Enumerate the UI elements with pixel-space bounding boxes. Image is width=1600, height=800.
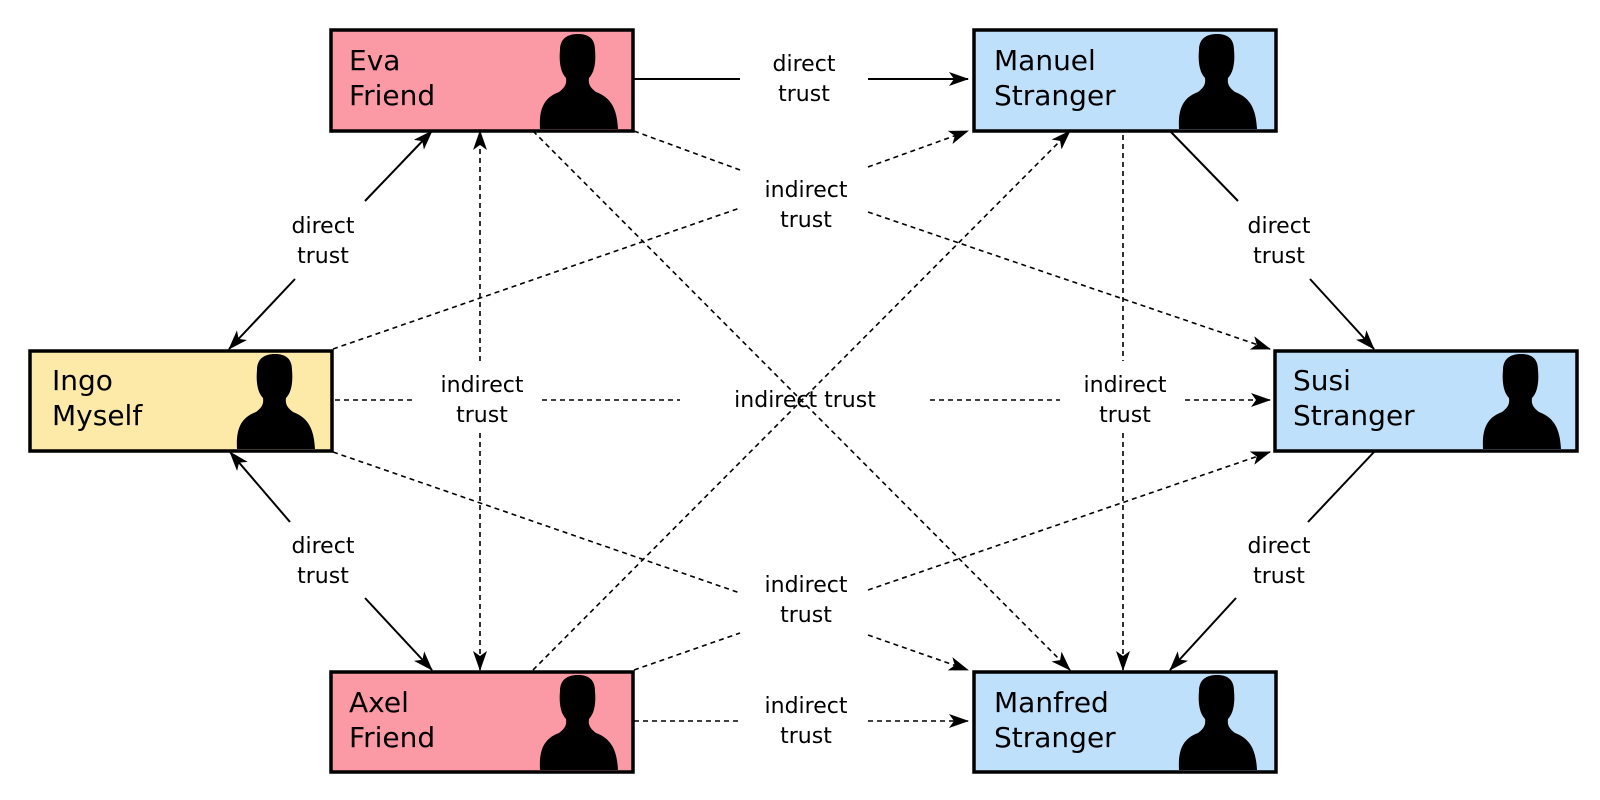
node-name: Eva [349,44,400,77]
node-susi: Susi Stranger [1273,349,1579,453]
edge-ingo-eva-b [228,278,296,350]
edge-axel-manuel [532,130,1071,671]
edge-ingo-manuel-b [867,130,969,168]
label-indirect-word: indirect [1084,373,1167,398]
person-silhouette-icon [1178,675,1257,770]
label-trust-word: trust [780,208,832,233]
label-trust-word: trust [297,564,349,589]
node-role: Friend [349,79,435,112]
edge-ingo-axel-a [229,451,291,523]
label-indirect-axel-manfred: indirect trust [765,694,848,749]
edge-axel-susi-a [633,632,741,671]
label-trust-word: trust [1253,244,1305,269]
node-name: Ingo [52,364,113,397]
node-eva: Eva Friend [329,28,635,133]
node-manuel: Manuel Stranger [972,28,1278,133]
label-indirect-word: indirect [765,694,848,719]
edge-eva-susi-a [633,130,741,171]
label-indirect-trust: indirect trust [734,388,876,413]
node-role: Stranger [994,79,1116,112]
node-role: Myself [52,399,143,432]
label-direct-ingo-axel: direct trust [292,534,355,589]
person-nodes: Eva Friend Manuel Stranger Ingo Myself S… [28,28,1579,774]
node-role: Stranger [1293,399,1415,432]
label-direct-manuel-susi: direct trust [1248,214,1311,269]
edge-susi-manfred-b [1169,597,1237,671]
edge-labels: direct trust direct trust direct trust d… [292,52,1311,749]
label-direct-word: direct [1248,214,1311,239]
node-ingo: Ingo Myself [28,349,334,453]
person-silhouette-icon [1482,354,1561,449]
person-silhouette-icon [1178,34,1257,129]
label-trust-word: trust [456,403,508,428]
node-name: Manfred [994,686,1109,719]
label-indirect-center: indirect trust [734,388,876,413]
edge-manuel-susi-a [1169,130,1239,202]
node-role: Friend [349,721,435,754]
node-name: Susi [1293,364,1351,397]
label-direct-ingo-eva: direct trust [292,214,355,269]
label-direct-word: direct [1248,534,1311,559]
label-trust-word: trust [1253,564,1305,589]
node-axel: Axel Friend [329,670,635,774]
edge-ingo-eva-a [364,130,433,202]
label-trust-word: trust [780,603,832,628]
edge-ingo-manfred-b [867,634,969,671]
direct-trust-edges [228,72,1375,671]
person-silhouette-icon [236,354,315,449]
label-direct-word: direct [292,214,355,239]
label-direct-word: direct [773,52,836,77]
edge-susi-manfred-a [1307,451,1375,523]
label-direct-eva-manuel: direct trust [773,52,836,107]
label-trust-word: trust [1099,403,1151,428]
node-name: Axel [349,686,409,719]
label-indirect-bottom: indirect trust [765,573,848,628]
label-direct-word: direct [292,534,355,559]
edge-eva-susi-b [867,211,1271,350]
node-manfred: Manfred Stranger [972,670,1278,774]
label-trust-word: trust [778,82,830,107]
label-trust-word: trust [297,244,349,269]
label-trust-word: trust [780,724,832,749]
indirect-trust-edges [332,130,1271,728]
person-silhouette-icon [539,34,618,129]
label-indirect-word: indirect [441,373,524,398]
label-indirect-top: indirect trust [765,178,848,233]
label-indirect-word: indirect [765,573,848,598]
label-indirect-manuel-manfred: indirect trust [1084,373,1167,428]
edge-ingo-axel-b [364,597,433,671]
person-silhouette-icon [539,675,618,770]
node-name: Manuel [994,44,1096,77]
edge-axel-susi-b [867,451,1271,591]
node-role: Stranger [994,721,1116,754]
label-direct-susi-manfred: direct trust [1248,534,1311,589]
label-indirect-word: indirect [765,178,848,203]
label-indirect-eva-axel: indirect trust [441,373,524,428]
edge-manuel-susi-b [1309,278,1375,350]
